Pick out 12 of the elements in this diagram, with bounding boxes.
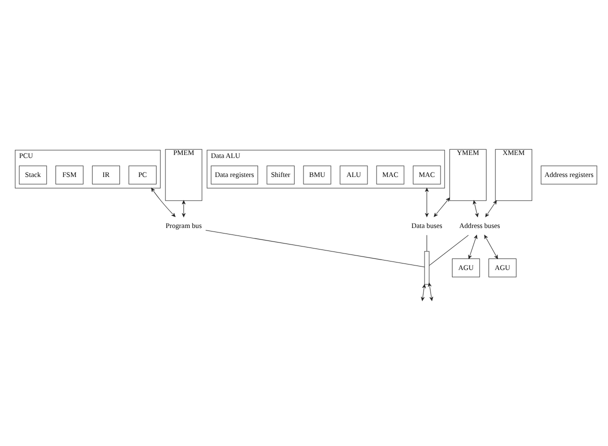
- connector: [205, 229, 425, 267]
- arrow: [182, 200, 186, 217]
- arrow: [472, 200, 479, 217]
- connector: [426, 234, 428, 252]
- node-bar: [424, 250, 430, 284]
- arrow: [151, 187, 176, 216]
- connector: [428, 234, 469, 266]
- arrow: [484, 234, 498, 258]
- arrow: [485, 200, 497, 217]
- arrow: [468, 234, 478, 258]
- arrow: [425, 187, 429, 216]
- arrow: [434, 197, 450, 216]
